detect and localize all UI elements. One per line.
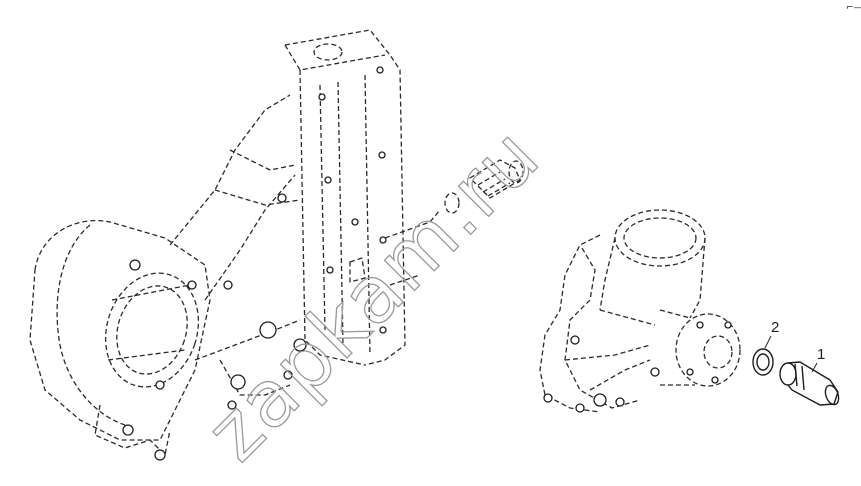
bolt-hole [283, 370, 293, 380]
bolt-hole [227, 400, 237, 410]
bolt-hole [570, 335, 580, 345]
bolt-hole [351, 218, 359, 226]
watermark-text: zapkam.ru [190, 111, 558, 479]
callout-label: 1 [817, 346, 825, 363]
corner-mark: ⌐— [846, 3, 861, 13]
callout-1: 1 [811, 346, 825, 373]
union-fitting-part [779, 361, 840, 406]
bolt-hole [326, 266, 334, 274]
callout-2: 2 [764, 319, 779, 349]
bolt-hole [650, 367, 660, 377]
bolt-hole [259, 321, 277, 339]
bolt-hole [696, 321, 704, 329]
bolt-hole [379, 326, 387, 334]
bolt-hole [376, 66, 384, 74]
bolt-hole [230, 374, 246, 390]
bolt-hole [543, 393, 553, 403]
bolt-hole [324, 176, 332, 184]
bolt-hole [155, 380, 165, 390]
gearbox-housing [29, 94, 307, 461]
bolt-hole [711, 376, 719, 384]
bolt-hole [277, 193, 287, 203]
bolt-hole [575, 403, 585, 413]
bolt-hole [379, 236, 387, 244]
bolt-hole [593, 393, 607, 407]
bolt-hole [293, 338, 307, 352]
sealing-washer-part [752, 348, 774, 376]
bolt-hole [187, 280, 197, 290]
bolt-hole [223, 280, 233, 290]
column-fitting [444, 159, 524, 214]
pump-housing [539, 209, 741, 413]
bolt-hole [615, 397, 625, 407]
manifold-column [284, 29, 441, 366]
bolt-hole [724, 321, 732, 329]
bolt-hole [154, 449, 166, 461]
bolt-hole [686, 368, 694, 376]
bolt-hole [122, 424, 134, 436]
bolt-hole [318, 93, 326, 101]
callout-label: 2 [771, 319, 779, 336]
bolt-hole [129, 259, 141, 271]
bolt-hole [378, 151, 386, 159]
